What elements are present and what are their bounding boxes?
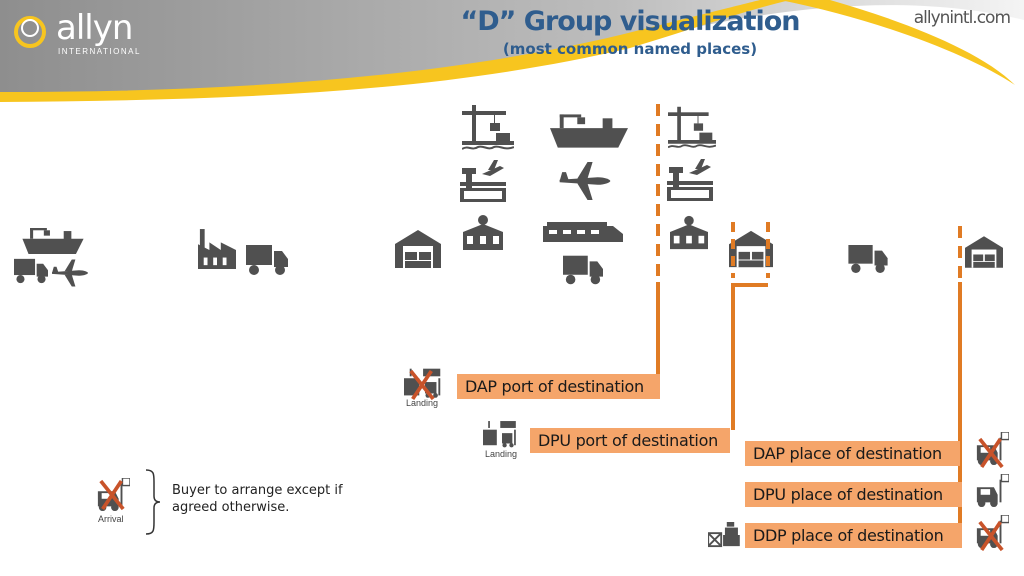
forklift-icon [975, 474, 1009, 508]
page-subtitle: (most common named places) [502, 40, 758, 58]
landing-caption: Landing [406, 398, 439, 408]
customs-clearance-icon [708, 522, 740, 548]
cross-icon [977, 436, 1005, 470]
dap-port-label: DAP port of destination [457, 374, 660, 399]
logo-subtext: INTERNATIONAL [58, 47, 141, 56]
landing-icon [483, 420, 521, 448]
logo-text: allyn [56, 8, 133, 48]
page-title: “D” Group visualization [460, 6, 800, 37]
legend-brace [145, 469, 161, 535]
cross-icon [98, 478, 126, 512]
legend-text: Buyer to arrange except if agreed otherw… [172, 483, 343, 515]
header-banner [0, 0, 1024, 102]
ddp-place-label: DDP place of destination [745, 523, 962, 548]
dpu-place-label: DPU place of destination [745, 482, 962, 507]
website-link[interactable]: allynintl.com [913, 8, 1011, 28]
dap-place-label: DAP place of destination [745, 441, 960, 466]
cross-icon [977, 519, 1005, 553]
landing-caption: Landing [485, 449, 518, 459]
arrival-caption: Arrival [98, 514, 124, 524]
dpu-port-label: DPU port of destination [530, 428, 730, 453]
